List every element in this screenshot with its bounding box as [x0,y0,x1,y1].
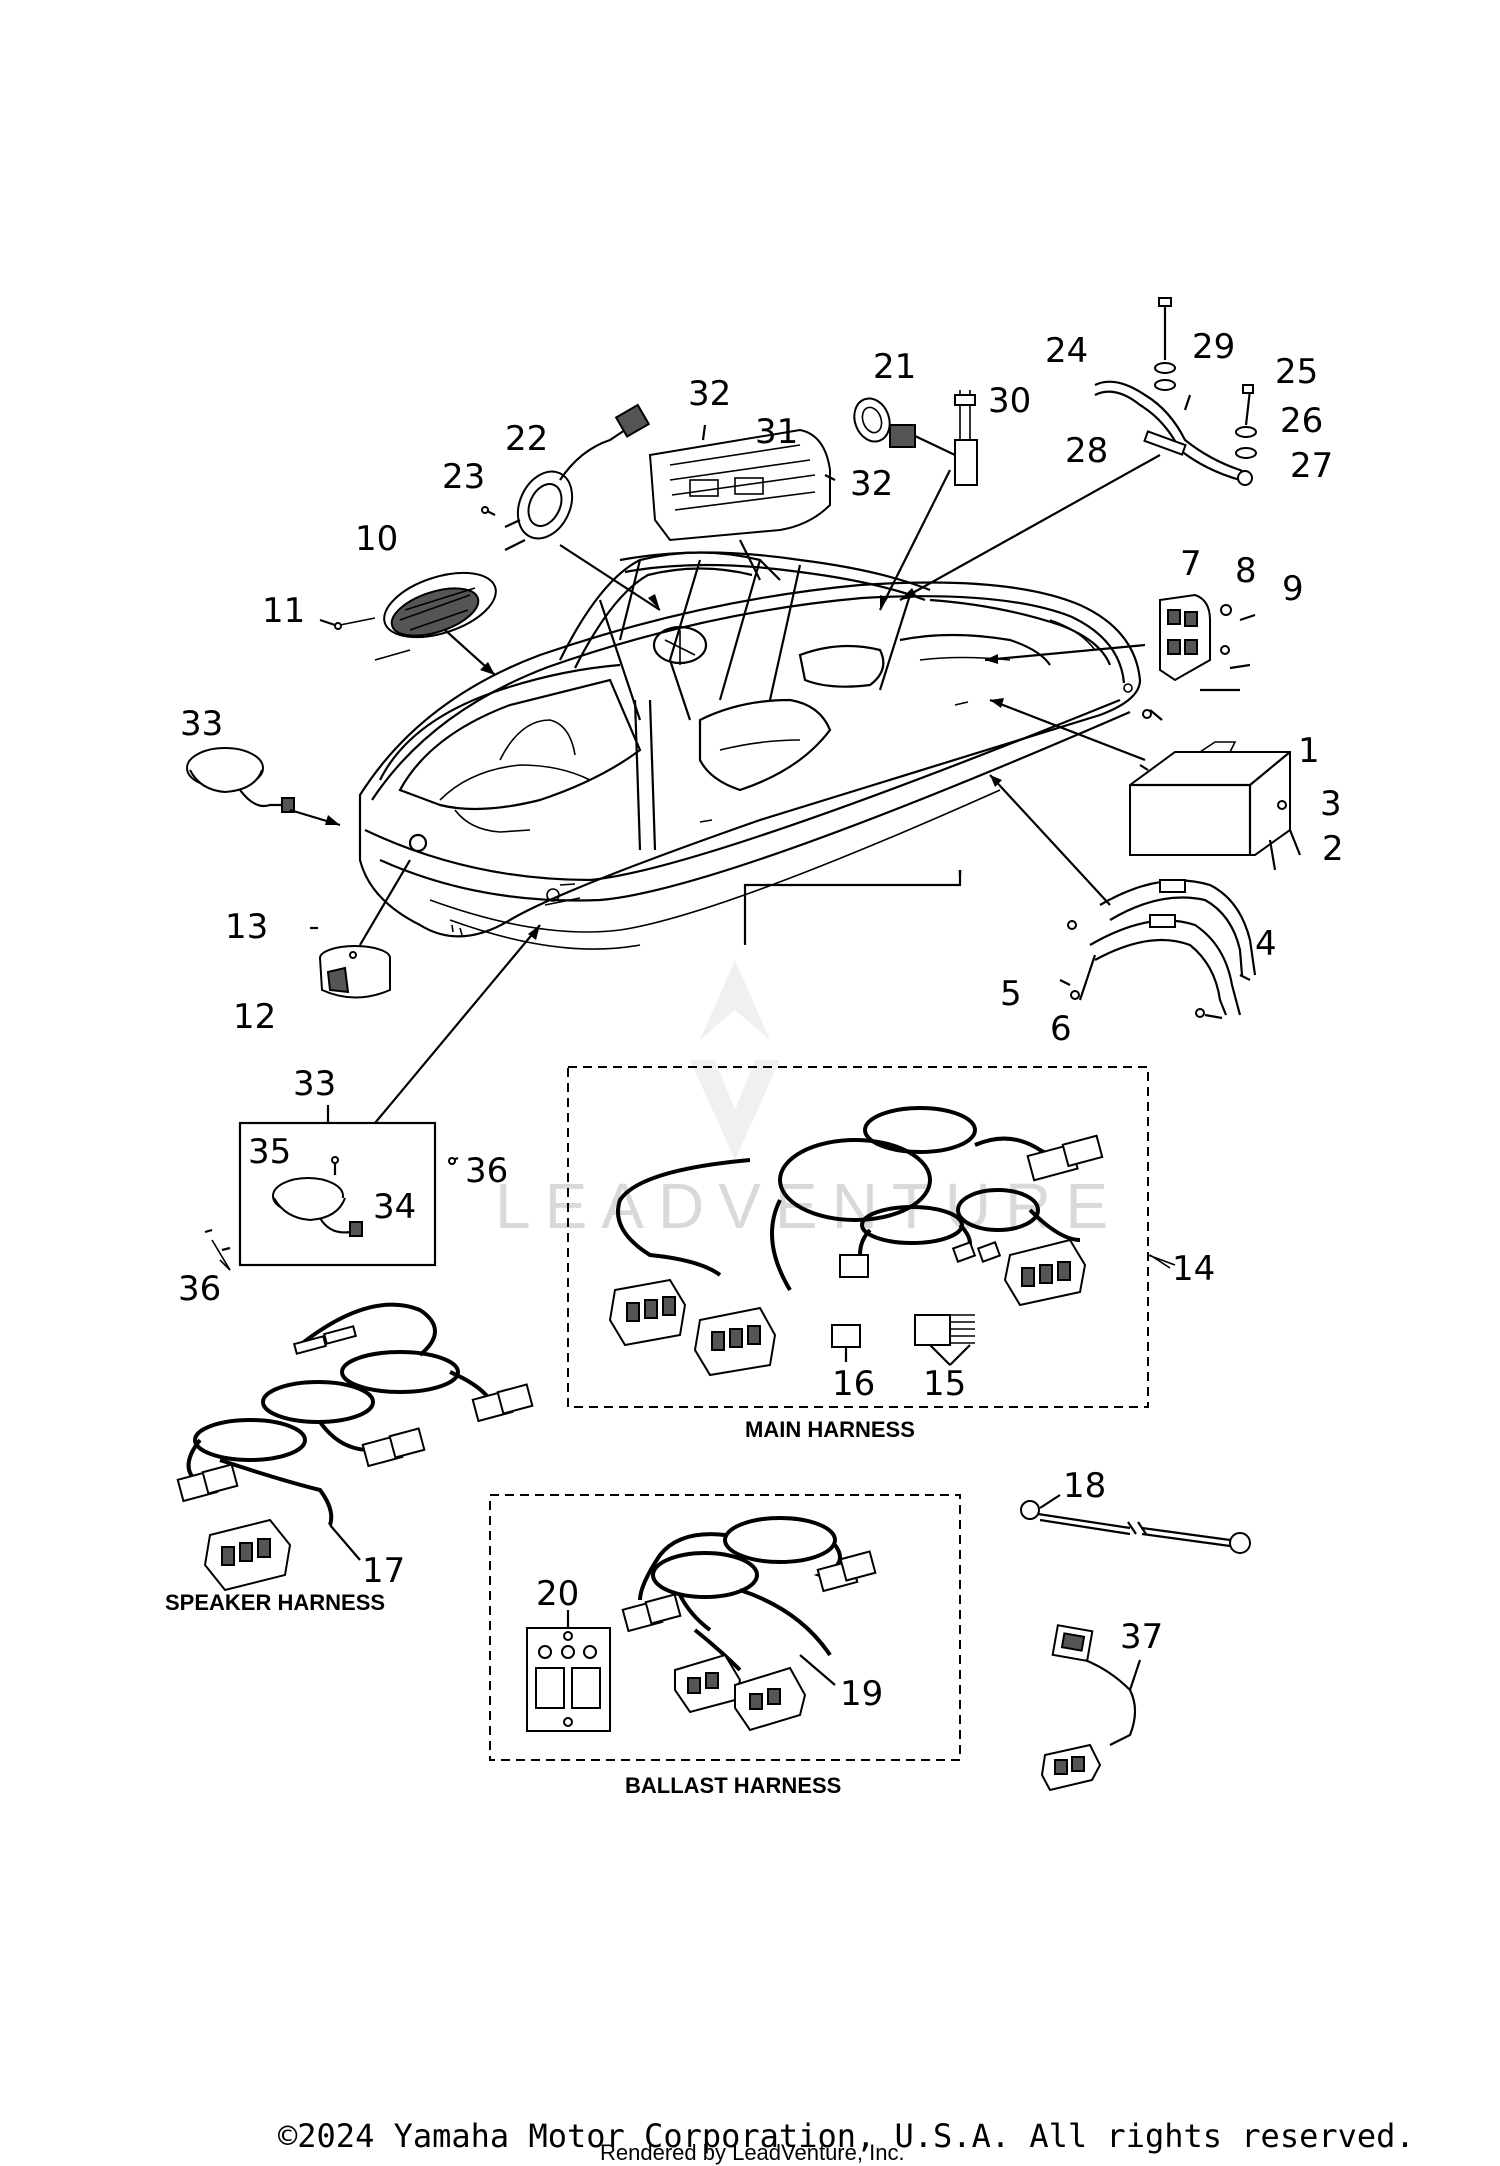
main-harness [567,870,1176,1408]
callout-36-left: 36 [178,1269,221,1309]
rendered-by-text: Rendered by LeadVenture, Inc. [600,2140,905,2165]
caption-ballast-harness: BALLAST HARNESS [625,1773,841,1798]
part-light-33-top [186,747,341,827]
callout-35: 35 [248,1132,291,1172]
callout-24: 24 [1045,331,1088,371]
callout-29: 29 [1192,327,1235,367]
part-screw-11 [319,618,342,630]
part-bolt-stack [1154,297,1257,459]
detail-box-33 [204,924,541,1271]
callout-21: 21 [873,347,916,387]
copyright-text: ©2024 Yamaha Motor Corporation, U.S.A. A… [278,2117,1415,2155]
callout-11: 11 [262,591,305,631]
boat-hull [358,551,1142,950]
callout-28: 28 [1065,431,1108,471]
callout-17: 17 [362,1551,405,1591]
callout-33-box: 33 [293,1064,336,1104]
watermark-logo [690,960,780,1160]
callout-26: 26 [1280,401,1323,441]
part-speaker-10 [339,571,497,676]
callout-13: 13 [225,907,268,947]
part-switch-30 [879,390,978,611]
callout-19: 19 [840,1674,883,1714]
part-bow-light-12 [310,859,411,999]
callout-9: 9 [1282,569,1304,609]
callout-7: 7 [1180,544,1202,584]
callout-1: 1 [1298,731,1320,771]
callout-16: 16 [832,1364,875,1404]
part-module-1 [989,698,1302,871]
callout-27: 27 [1290,446,1333,486]
ballast-harness [489,1494,961,1761]
callout-14: 14 [1172,1249,1215,1289]
callout-8: 8 [1235,551,1257,591]
watermark-text: LEADVENTURE [495,1170,1122,1242]
callout-22: 22 [505,419,548,459]
callout-32-right: 32 [850,464,893,504]
callout-34: 34 [373,1187,416,1227]
callout-30: 30 [988,381,1031,421]
callout-4: 4 [1255,924,1277,964]
callout-2: 2 [1322,829,1344,869]
callout-5: 5 [1000,974,1022,1014]
part-strap-4 [989,774,1257,1020]
caption-speaker-harness: SPEAKER HARNESS [165,1590,385,1615]
callout-37: 37 [1120,1617,1163,1657]
callout-12: 12 [233,997,276,1037]
part-switch-panel-7 [984,593,1256,692]
callout-31: 31 [755,412,798,452]
callout-32-top: 32 [688,374,731,414]
callout-25: 25 [1275,352,1318,392]
callout-18: 18 [1063,1466,1106,1506]
part-panel-31 [648,424,836,581]
caption-main-harness: MAIN HARNESS [745,1417,915,1442]
callout-36-right: 36 [465,1151,508,1191]
part-bezel-21 [853,397,891,443]
callout-15: 15 [923,1364,966,1404]
callout-23: 23 [442,457,485,497]
callout-6: 6 [1050,1009,1072,1049]
part-screw-23 [481,506,496,516]
part-adapter-37 [1040,1624,1142,1792]
part-rail-24 [899,380,1253,601]
part-cable-18 [1020,1494,1251,1554]
callout-20: 20 [536,1574,579,1614]
leader-14 [1149,1254,1171,1269]
callout-33-top: 33 [180,704,223,744]
callout-3: 3 [1320,784,1342,824]
part-bracket-22 [504,403,661,611]
speaker-harness [176,1302,534,1592]
callout-10: 10 [355,519,398,559]
